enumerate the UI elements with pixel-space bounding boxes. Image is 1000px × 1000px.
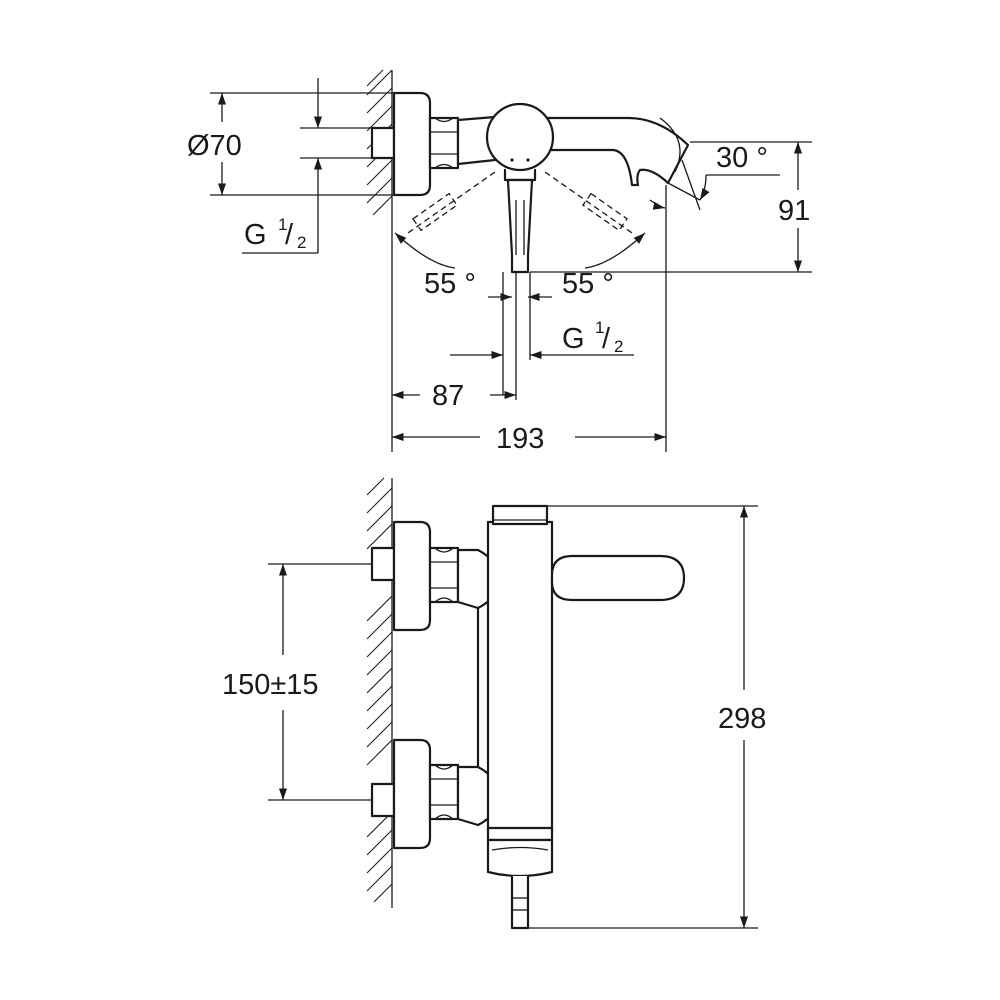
dim-87-label: 87 xyxy=(432,380,464,412)
diverter-ring xyxy=(486,826,554,842)
escutcheon-lower xyxy=(392,738,432,850)
lever-swing-right xyxy=(544,171,636,236)
hex-nut-upper xyxy=(428,546,460,604)
wall-connector-upper xyxy=(370,546,396,582)
svg-text:/: / xyxy=(285,219,294,251)
outlet-spigot xyxy=(510,874,530,930)
thread-bottom-sub: 2 xyxy=(614,337,623,356)
wall-connector-top xyxy=(370,126,396,160)
dim-87: 87 xyxy=(391,215,516,452)
top-view: Ø70 G 1 / 2 30 ° xyxy=(187,69,812,455)
hex-nut-top xyxy=(428,116,460,170)
thread-left-sup: 1 xyxy=(278,215,287,234)
dim-angles-55: 55 ° 55 ° xyxy=(394,232,646,302)
wall-connector-lower xyxy=(370,782,396,818)
angle-spout-label: 30 ° xyxy=(716,142,768,174)
hex-nut-lower xyxy=(428,763,460,821)
diameter-label: Ø70 xyxy=(187,130,242,162)
escutcheon-top xyxy=(392,91,432,197)
diverter-base xyxy=(486,838,554,878)
dim-centers: 150±15 xyxy=(222,563,372,801)
height-91-label: 91 xyxy=(778,195,810,227)
thread-bottom-sup: 1 xyxy=(595,318,604,337)
svg-text:/: / xyxy=(602,323,611,355)
top-cap xyxy=(491,504,549,526)
dim-angle-spout: 30 ° xyxy=(649,142,780,211)
thread-left-sub: 2 xyxy=(297,233,306,252)
lever-top xyxy=(506,178,534,274)
mixer-body-top xyxy=(485,102,555,172)
dim-thread-left: G 1 / 2 xyxy=(242,78,372,254)
front-view: 150±15 298 xyxy=(222,477,766,930)
escutcheon-upper xyxy=(392,520,432,632)
angle-left-label: 55 ° xyxy=(424,268,476,300)
dim-height-298: 298 xyxy=(528,505,766,929)
spout-top xyxy=(543,116,690,187)
dim-diameter: Ø70 xyxy=(187,92,394,196)
thread-bottom-main: G xyxy=(562,323,585,355)
dim-height-91: 91 xyxy=(530,141,812,273)
height-298-label: 298 xyxy=(718,703,766,735)
mixer-body-front xyxy=(486,520,554,834)
angle-right-label: 55 ° xyxy=(562,268,614,300)
dim-193-label: 193 xyxy=(496,423,544,455)
spout-curve xyxy=(659,117,681,173)
thread-left-main: G xyxy=(244,219,267,251)
handle-front xyxy=(550,554,686,602)
wall-hatch-front xyxy=(366,477,393,908)
dim-193: 193 xyxy=(392,185,667,455)
centers-label: 150±15 xyxy=(222,669,319,701)
dim-thread-bottom: G 1 / 2 xyxy=(450,272,634,400)
lever-base xyxy=(503,168,537,182)
